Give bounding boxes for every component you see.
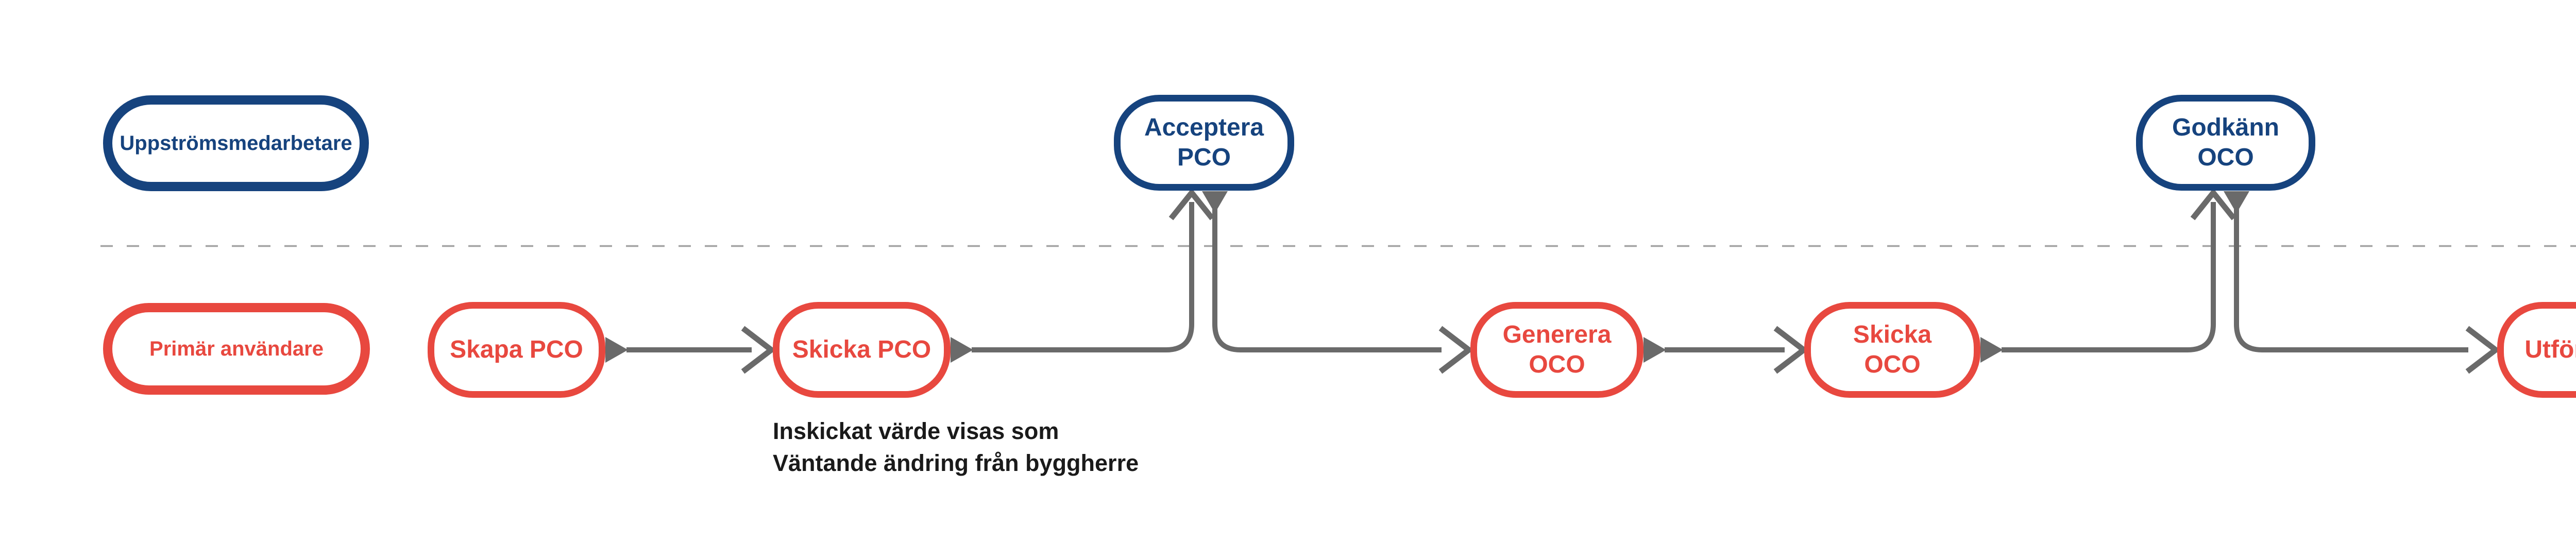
edge-skicka-oco-to-godkann-oco <box>1980 188 2236 363</box>
node-label: Skicka PCO <box>792 336 931 364</box>
lane-label-text: Primär användare <box>149 338 324 360</box>
edge-skapa-pco-to-skicka-pco <box>605 326 776 374</box>
arrowhead-chevron <box>741 326 776 374</box>
node-label: Skapa PCO <box>450 336 583 364</box>
node-utfor-oco: Utför OCO <box>2497 302 2576 398</box>
node-label: Generera OCO <box>1502 321 1612 378</box>
edge-tail-triangle <box>2224 191 2249 213</box>
node-generera-oco: Generera OCO <box>1470 302 1643 398</box>
node-skicka-oco: Skicka OCO <box>1804 302 1980 398</box>
node-skicka-pco: Skicka PCO <box>773 302 951 398</box>
edge-line <box>2002 202 2216 352</box>
edge-godkann-oco-to-utfor-oco <box>2224 191 2501 374</box>
node-label: Skicka OCO <box>1853 321 1932 378</box>
node-skapa-pco: Skapa PCO <box>428 302 605 398</box>
edge-annotation-note: Inskickat värde visas som Väntande ändri… <box>773 418 1139 477</box>
node-label: Godkänn OCO <box>2172 114 2279 171</box>
edge-generera-oco-to-skicka-oco <box>1643 326 1809 374</box>
edge-tail-triangle <box>1643 337 1666 363</box>
arrowhead-chevron <box>1168 188 1215 221</box>
node-acceptera-pco: Acceptera PCO <box>1114 95 1294 191</box>
arrowhead-chevron <box>2465 326 2501 374</box>
edge-tail-triangle <box>1202 191 1228 213</box>
arrowhead-chevron <box>1773 326 1809 374</box>
edge-tail-triangle <box>605 337 628 363</box>
arrowhead-chevron <box>1438 326 1474 374</box>
node-label: Acceptera PCO <box>1144 114 1264 171</box>
node-label: Utför OCO <box>2524 336 2576 364</box>
edge-tail-triangle <box>951 337 973 363</box>
lane-label-text: Uppströmsmedarbetare <box>120 132 352 155</box>
edge-acceptera-pco-to-generera-oco <box>1202 191 1474 374</box>
edge-skicka-pco-to-acceptera-pco <box>951 188 1215 363</box>
edge-line <box>972 202 1194 352</box>
arrowhead-chevron <box>2190 188 2236 221</box>
lane-label-primar-anvandare: Primär användare <box>103 303 370 395</box>
edge-tail-triangle <box>1980 337 2003 363</box>
node-godkann-oco: Godkänn OCO <box>2136 95 2315 191</box>
edge-line <box>1212 209 1442 352</box>
lane-label-uppstromsmedarbetare: Uppströmsmedarbetare <box>103 95 369 191</box>
edge-line <box>2234 209 2468 352</box>
